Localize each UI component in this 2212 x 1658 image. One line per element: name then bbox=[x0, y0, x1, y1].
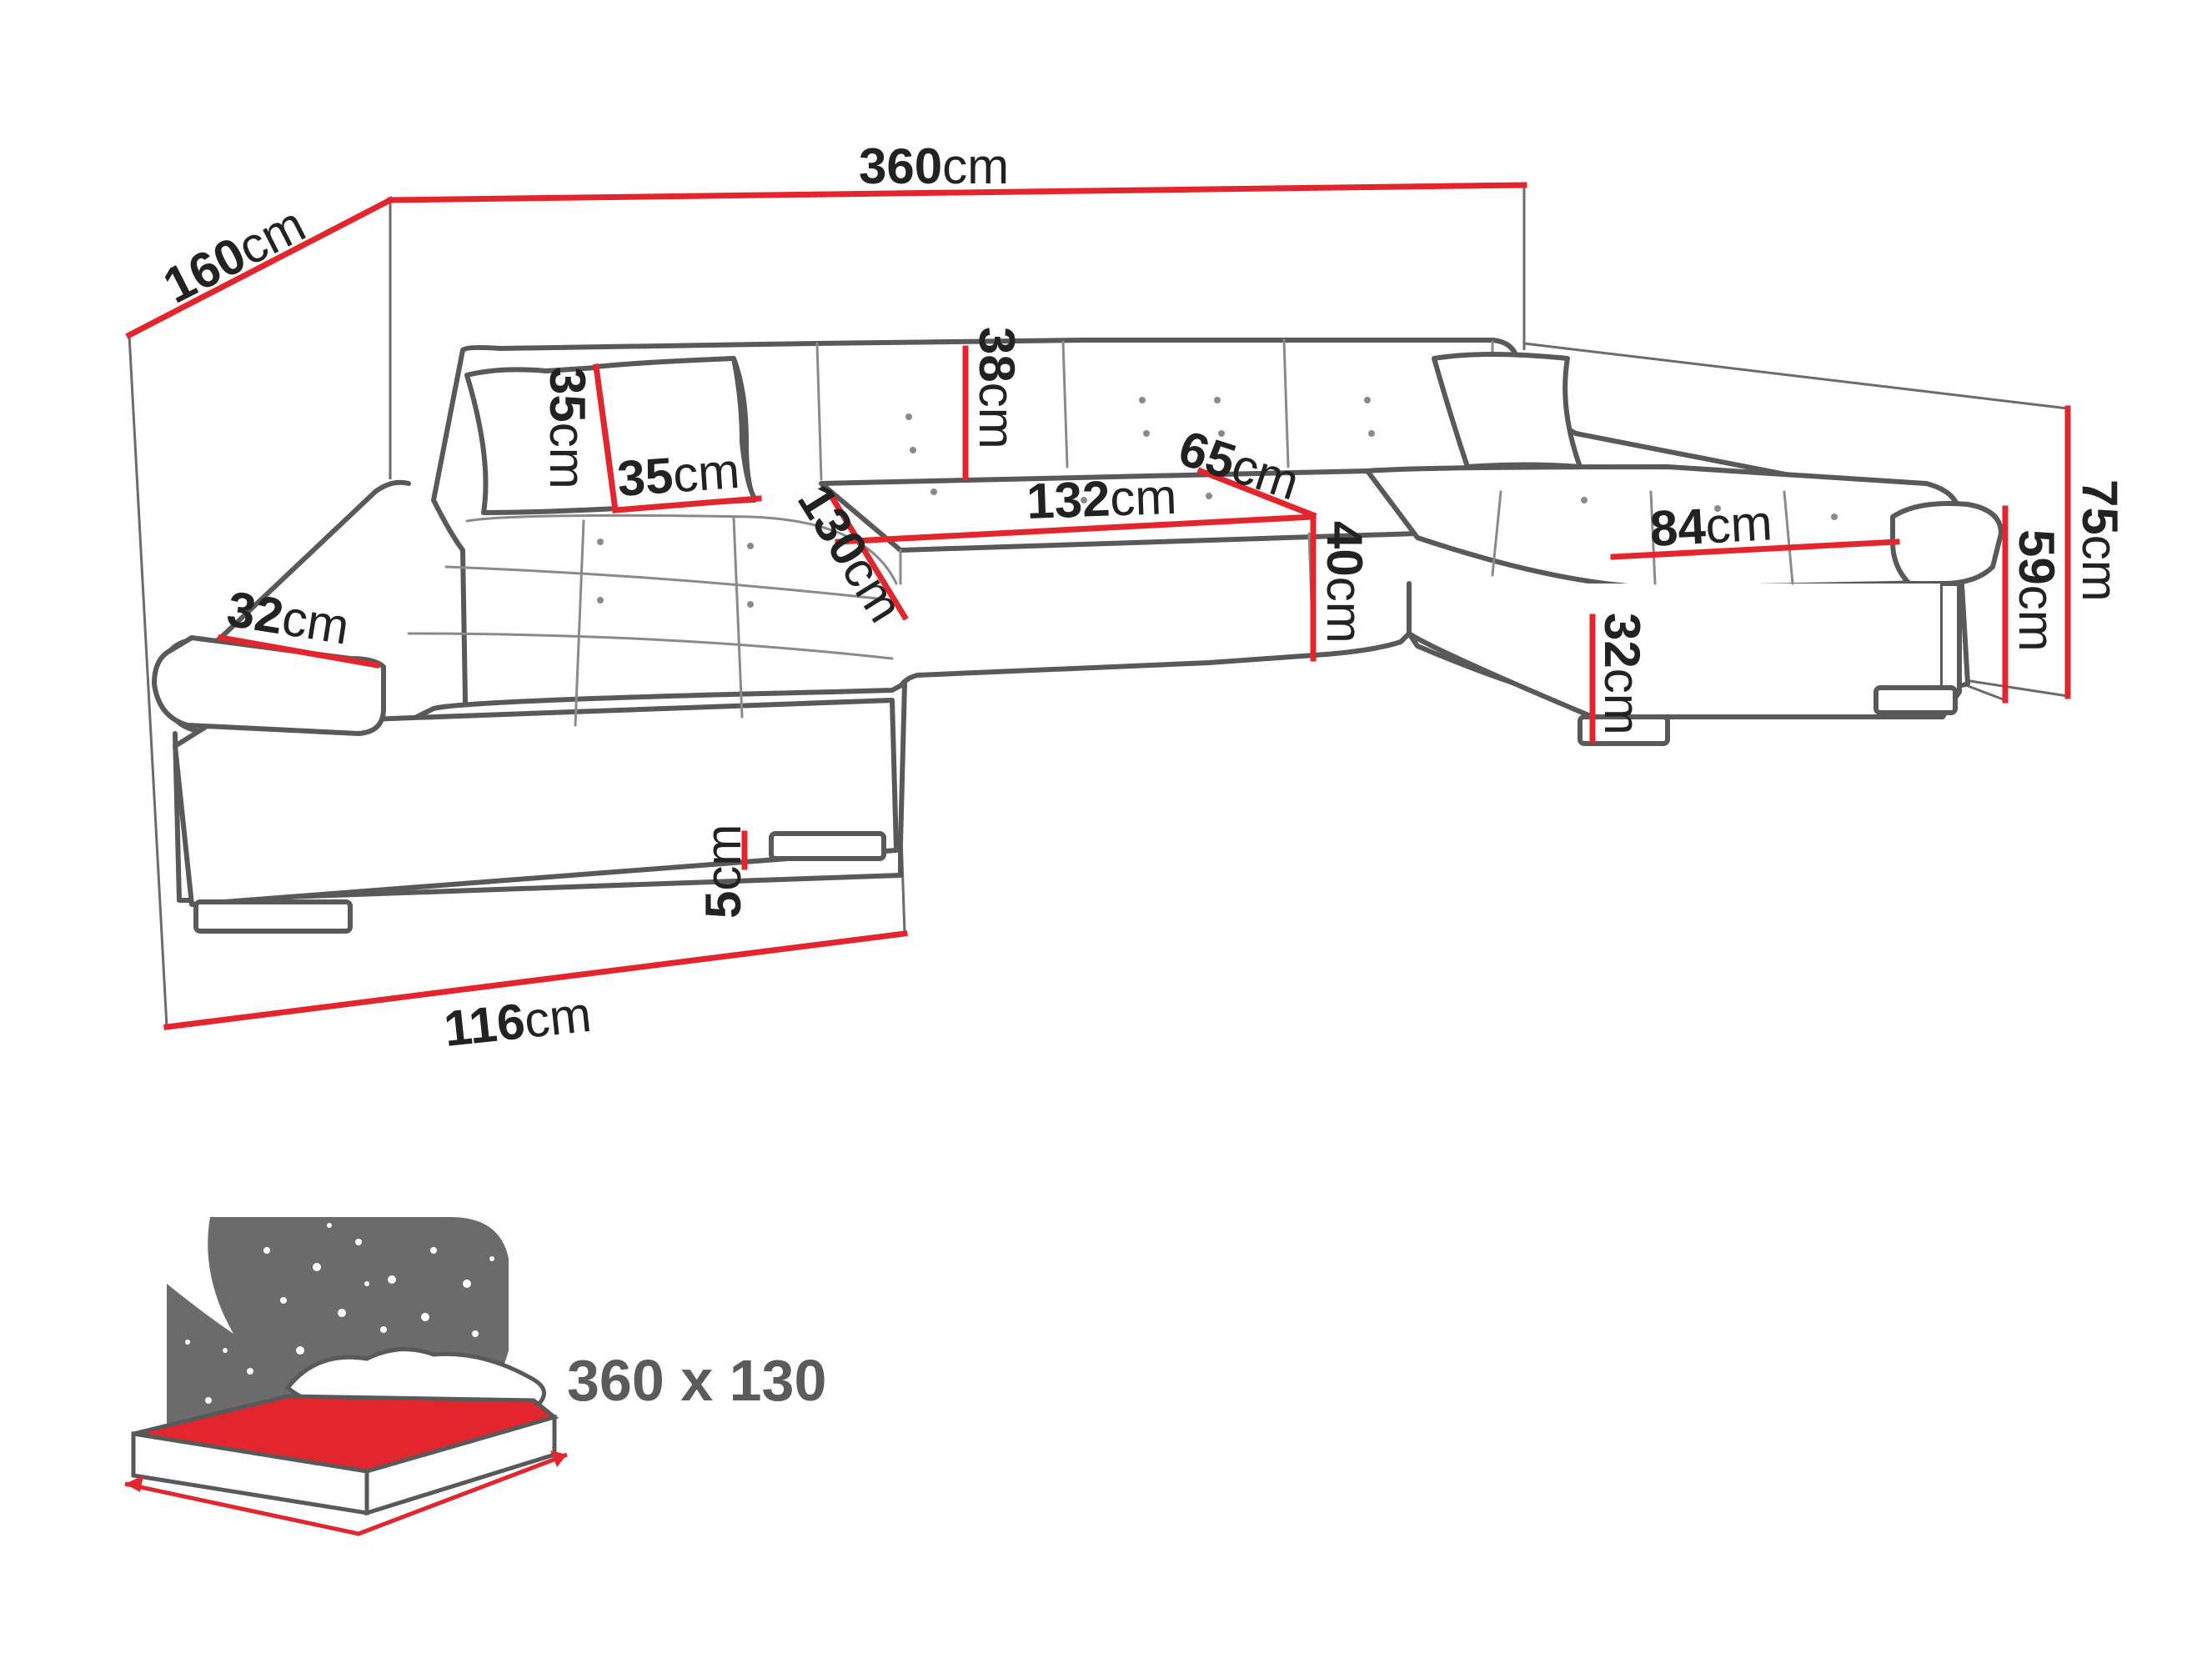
left-armrest bbox=[152, 635, 386, 736]
leg bbox=[1873, 685, 1958, 715]
sofa-illustration bbox=[152, 338, 2004, 934]
label-pillow-width: 35cm bbox=[615, 443, 741, 507]
right-armrest bbox=[1890, 501, 2004, 586]
leg bbox=[1577, 714, 1670, 746]
label-armrest-height: 59cm bbox=[2009, 529, 2064, 652]
dim-line-116 bbox=[163, 930, 908, 1030]
label-chaise-width: 116cm bbox=[441, 986, 594, 1057]
label-seat-height: 40cm bbox=[1317, 521, 1372, 644]
dim-line-132 bbox=[835, 513, 1317, 545]
dim-line-360 bbox=[387, 182, 1527, 203]
dim-line-65 bbox=[1196, 467, 1317, 519]
label-total-width: 360cm bbox=[859, 138, 1009, 194]
dimension-lines bbox=[125, 182, 2071, 1030]
stars bbox=[185, 1223, 494, 1404]
label-right-base: 32cm bbox=[1594, 613, 1650, 735]
pillow-right bbox=[1432, 352, 1583, 469]
leg bbox=[193, 899, 353, 934]
dim-line-35h bbox=[612, 495, 762, 513]
dim-line-32l bbox=[217, 634, 381, 669]
label-total-depth: 160cm bbox=[154, 196, 313, 313]
dim-line-84 bbox=[1610, 538, 1900, 560]
label-center-seat: 132cm bbox=[1026, 468, 1177, 529]
label-overall-height: 75cm bbox=[2072, 479, 2128, 602]
label-right-seat: 84cm bbox=[1648, 494, 1773, 557]
label-armrest-left: 32cm bbox=[223, 581, 353, 655]
label-pillow-height: 35cm bbox=[539, 367, 595, 489]
tufting bbox=[597, 397, 1838, 608]
dim-line-160 bbox=[125, 196, 394, 339]
label-back-height: 38cm bbox=[969, 327, 1025, 449]
dim-line-35v bbox=[593, 363, 619, 513]
label-leg-height: 5cm bbox=[695, 824, 751, 919]
leg bbox=[769, 831, 886, 861]
dim-line-130 bbox=[830, 496, 909, 621]
sleeping-area-size: 360 x 130 bbox=[567, 1348, 826, 1413]
sleeping-area-icon: 360 x 130 bbox=[124, 1217, 826, 1536]
size-arrow bbox=[124, 1452, 568, 1536]
